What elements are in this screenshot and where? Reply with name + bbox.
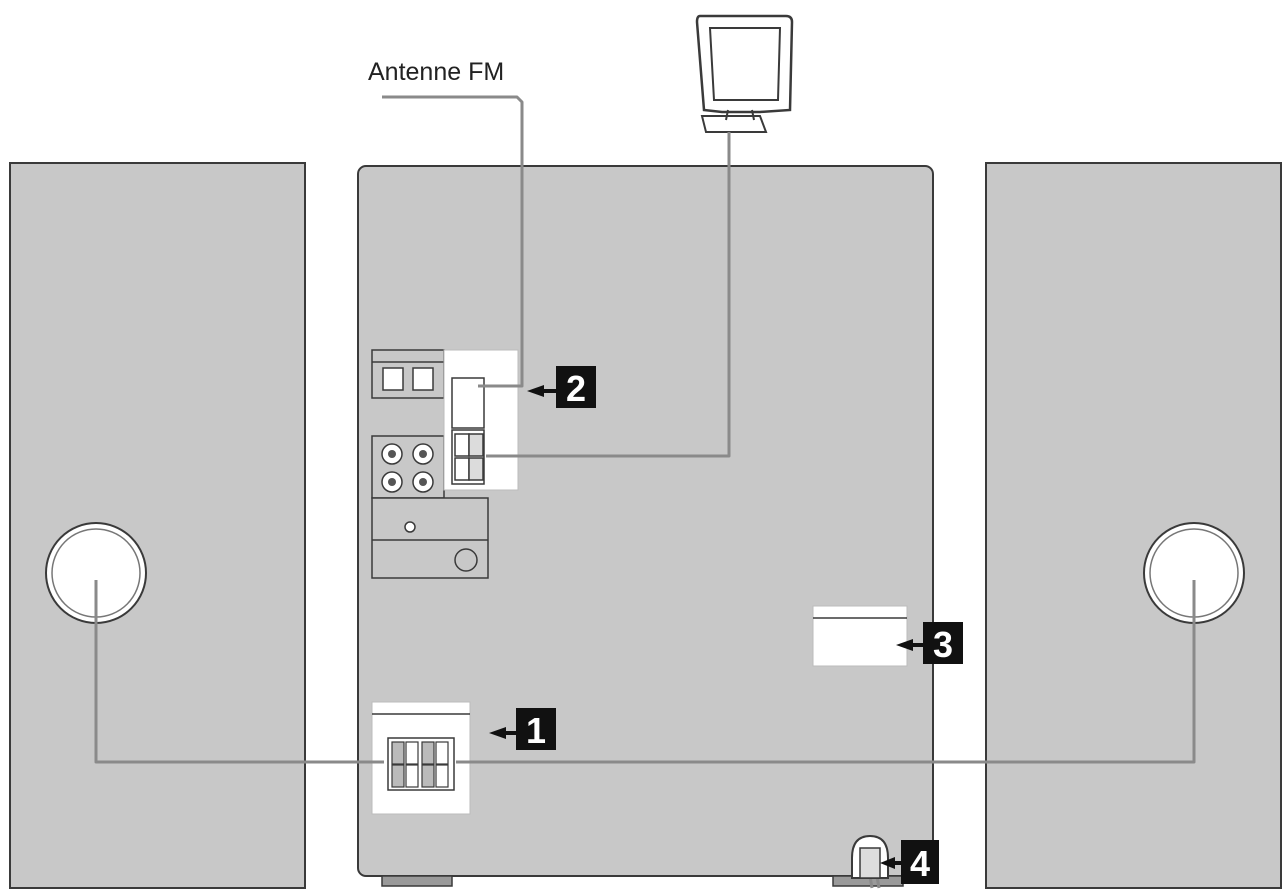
antenna-terminal-area (443, 349, 519, 491)
left-speaker-wire (94, 580, 384, 764)
main-unit (357, 165, 934, 887)
svg-text:1: 1 (526, 710, 546, 751)
right-speaker (985, 162, 1282, 889)
speaker-terminal-block (371, 701, 471, 815)
fm-antenna-label: Antenne FM (368, 58, 504, 86)
am-loop-antenna (695, 14, 794, 133)
svg-text:2: 2 (566, 368, 586, 409)
svg-text:3: 3 (933, 624, 953, 665)
label-plate (812, 605, 908, 667)
fm-antenna-wire (382, 95, 524, 388)
callout-badge-1: 1 (516, 708, 556, 751)
svg-text:4: 4 (910, 843, 930, 884)
rca-jack (381, 443, 434, 493)
power-cord-clamp (851, 834, 889, 879)
callout-badge-2: 2 (556, 366, 596, 409)
callout-badge-3: 3 (923, 622, 963, 665)
am-antenna-wire (486, 132, 731, 458)
callout-badge-4: 4 (901, 840, 939, 884)
right-speaker-wire (456, 580, 1196, 764)
jack-panel (371, 349, 489, 579)
callout-arrows (489, 385, 923, 869)
left-speaker (9, 162, 306, 889)
